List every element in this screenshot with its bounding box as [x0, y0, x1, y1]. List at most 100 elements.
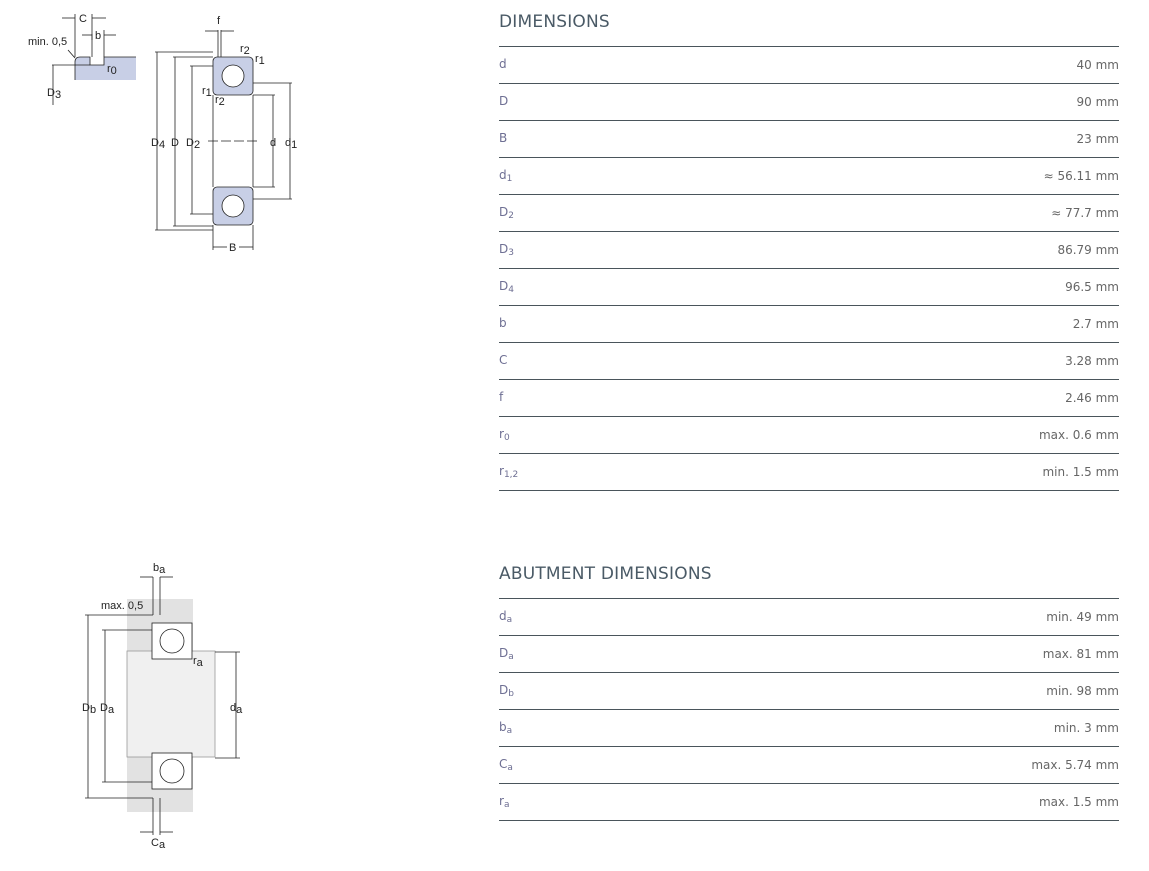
row-symbol: r0: [499, 427, 510, 443]
row-value: min. 98 mm: [1046, 684, 1119, 698]
symbol-text: C: [499, 757, 508, 771]
table-row: b 2.7 mm: [499, 306, 1119, 343]
row-symbol: B: [499, 131, 507, 147]
symbol-text: D: [499, 683, 509, 697]
abutment-title: ABUTMENT DIMENSIONS: [499, 564, 712, 584]
symbol-text: b: [499, 720, 507, 734]
dimensions-table: d 40 mm D 90 mm B 23 mm d1 ≈ 56.11 mm D2≈ 77.7 m…: [499, 46, 1119, 491]
row-value: max. 81 mm: [1042, 647, 1119, 661]
table-row: r1,2 min. 1.5 mm: [499, 454, 1119, 491]
svg-text:D: D: [171, 137, 179, 149]
row-symbol: Ca: [499, 757, 513, 773]
svg-text:r0: r0: [107, 63, 117, 77]
table-row: d1 ≈ 56.11 mm: [499, 158, 1119, 195]
row-symbol: da: [499, 609, 512, 625]
svg-text:ba: ba: [153, 562, 166, 576]
symbol-subscript: 1,2: [503, 470, 519, 480]
symbol-subscript: a: [508, 652, 514, 662]
table-row: ba min. 3 mm: [499, 710, 1119, 747]
row-symbol: d1: [499, 168, 512, 184]
row-value: 2.7 mm: [1072, 317, 1119, 331]
svg-text:da: da: [230, 702, 243, 716]
svg-text:r1: r1: [202, 85, 212, 99]
table-row: D3 86.79 mm: [499, 232, 1119, 269]
row-value: 3.28 mm: [1065, 354, 1119, 368]
min-chamfer-label: min. 0,5: [28, 36, 67, 48]
symbol-subscript: a: [507, 763, 513, 773]
table-row: D 90 mm: [499, 84, 1119, 121]
row-symbol: D4: [499, 279, 514, 295]
symbol-subscript: a: [506, 615, 513, 625]
row-value: ≈ 56.11 mm: [1043, 169, 1119, 183]
svg-text:D4: D4: [151, 137, 165, 151]
svg-text:f: f: [217, 15, 221, 27]
row-value: 96.5 mm: [1065, 280, 1119, 294]
symbol-subscript: 3: [508, 248, 514, 258]
svg-text:Ca: Ca: [151, 837, 166, 851]
row-value: 40 mm: [1076, 58, 1119, 72]
table-row: ra max. 1.5 mm: [499, 784, 1119, 821]
svg-text:d: d: [270, 137, 276, 149]
symbol-subscript: b: [508, 689, 514, 699]
table-row: C 3.28 mm: [499, 343, 1119, 380]
svg-text:Da: Da: [100, 702, 115, 716]
symbol-subscript: 1: [506, 174, 513, 184]
table-row: f 2.46 mm: [499, 380, 1119, 417]
row-value: 2.46 mm: [1065, 391, 1119, 405]
svg-text:C: C: [79, 13, 87, 25]
table-row: Db min. 98 mm: [499, 673, 1119, 710]
svg-text:Db: Db: [82, 702, 96, 716]
row-value: 23 mm: [1076, 132, 1119, 146]
svg-text:B: B: [229, 242, 236, 254]
symbol-text: d: [499, 57, 507, 71]
symbol-subscript: a: [503, 800, 510, 810]
table-row: D2≈ 77.7 mm: [499, 195, 1119, 232]
symbol-subscript: 0: [503, 433, 510, 443]
symbol-text: r: [499, 794, 504, 808]
dimensions-title: DIMENSIONS: [499, 12, 610, 32]
row-symbol: D3: [499, 242, 514, 258]
svg-text:r1: r1: [255, 53, 265, 67]
symbol-text: D: [499, 646, 509, 660]
row-symbol: C: [499, 353, 507, 369]
svg-text:d1: d1: [285, 137, 297, 151]
dimensions-section: DIMENSIONS d 40 mm D 90 mm B 23 mm d1 ≈ 56.11 m…: [499, 10, 1119, 491]
row-value: 90 mm: [1076, 95, 1119, 109]
symbol-text: b: [499, 316, 507, 330]
row-symbol: r1,2: [499, 464, 518, 480]
symbol-subscript: 2: [508, 211, 514, 221]
table-row: da min. 49 mm: [499, 599, 1119, 636]
row-symbol: ra: [499, 794, 509, 810]
abutment-dimensions-diagram: ba max. 0,5 ra Db Da da Ca: [82, 562, 243, 851]
row-value: min. 49 mm: [1046, 610, 1119, 624]
table-row: B 23 mm: [499, 121, 1119, 158]
row-symbol: d: [499, 57, 507, 73]
symbol-text: D: [499, 205, 509, 219]
row-value: max. 5.74 mm: [1031, 758, 1119, 772]
table-row: r0 max. 0.6 mm: [499, 417, 1119, 454]
row-value: min. 3 mm: [1053, 721, 1119, 735]
table-row: Da max. 81 mm: [499, 636, 1119, 673]
row-symbol: ba: [499, 720, 512, 736]
symbol-text: D: [499, 242, 509, 256]
symbol-text: D: [499, 94, 509, 108]
symbol-text: C: [499, 353, 508, 367]
table-row: D4 96.5 mm: [499, 269, 1119, 306]
svg-text:ra: ra: [193, 655, 204, 669]
row-value: 86.79 mm: [1057, 243, 1119, 257]
symbol-text: r: [499, 464, 504, 478]
row-symbol: f: [499, 390, 503, 406]
row-value: min. 1.5 mm: [1042, 465, 1119, 479]
row-symbol: Da: [499, 646, 514, 662]
symbol-text: d: [499, 609, 507, 623]
row-value: max. 0.6 mm: [1038, 428, 1119, 442]
table-row: Ca max. 5.74 mm: [499, 747, 1119, 784]
max-chamfer-label: max. 0,5: [101, 600, 143, 612]
symbol-text: f: [499, 390, 504, 404]
svg-text:r2: r2: [240, 43, 250, 57]
row-value: max. 1.5 mm: [1038, 795, 1119, 809]
svg-text:b: b: [95, 30, 101, 42]
